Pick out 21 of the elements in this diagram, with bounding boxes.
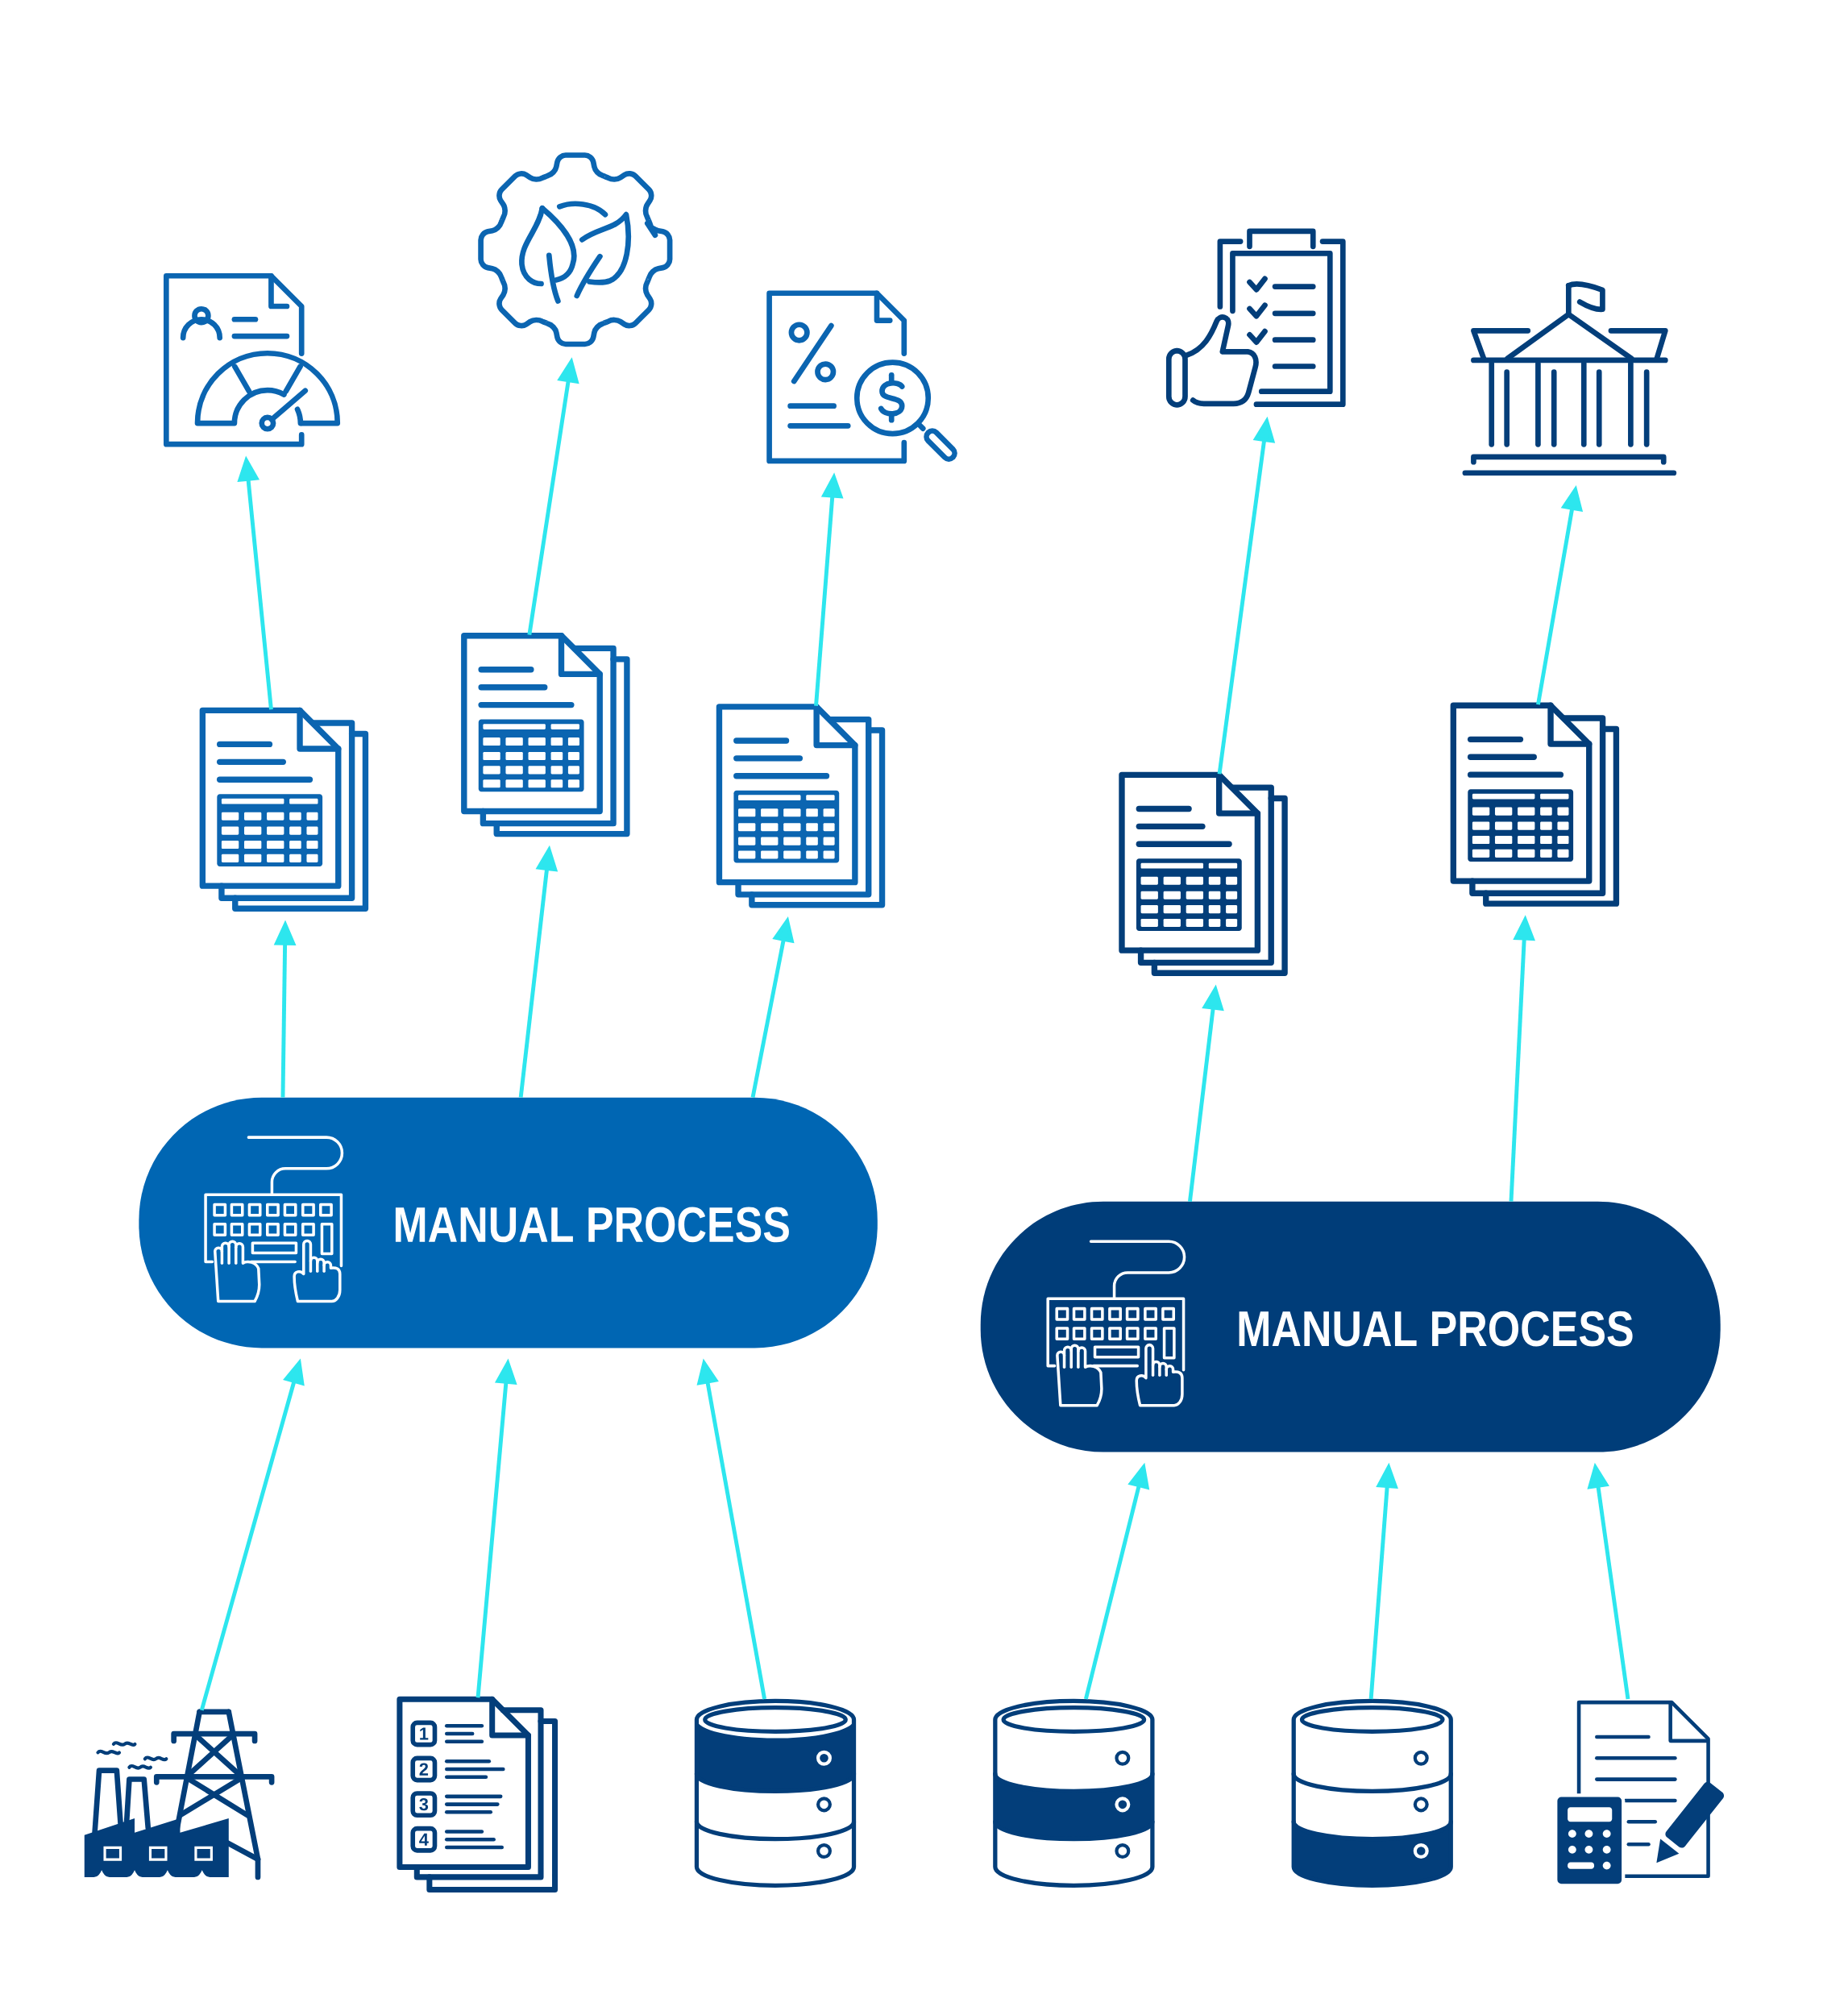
gear-leaf-icon (478, 152, 673, 347)
process-pill: MANUAL PROCESS (139, 1097, 878, 1348)
document-gauge-icon (164, 272, 341, 447)
numbered-list-icon (397, 1696, 559, 1892)
clipboard-thumbs-up-icon (1166, 228, 1346, 408)
database-icon (1291, 1698, 1454, 1888)
spreadsheet-stack-icon (716, 704, 886, 908)
document-magnifier-icon (766, 290, 957, 464)
spreadsheet-stack-icon (1119, 771, 1288, 976)
database-icon (694, 1698, 857, 1888)
spreadsheet-stack-icon (199, 707, 369, 912)
list-number: 2 (419, 1763, 429, 1776)
list-number: 3 (419, 1797, 429, 1811)
database-icon (993, 1698, 1155, 1888)
list-number: 1 (420, 1727, 429, 1740)
process-pill: MANUAL PROCESS (980, 1201, 1721, 1452)
building-icon (1462, 280, 1677, 476)
spreadsheet-stack-icon (461, 633, 630, 837)
spreadsheet-stack-icon (1450, 702, 1620, 907)
list-number: 4 (419, 1833, 429, 1846)
factory-tower-icon (84, 1709, 275, 1880)
